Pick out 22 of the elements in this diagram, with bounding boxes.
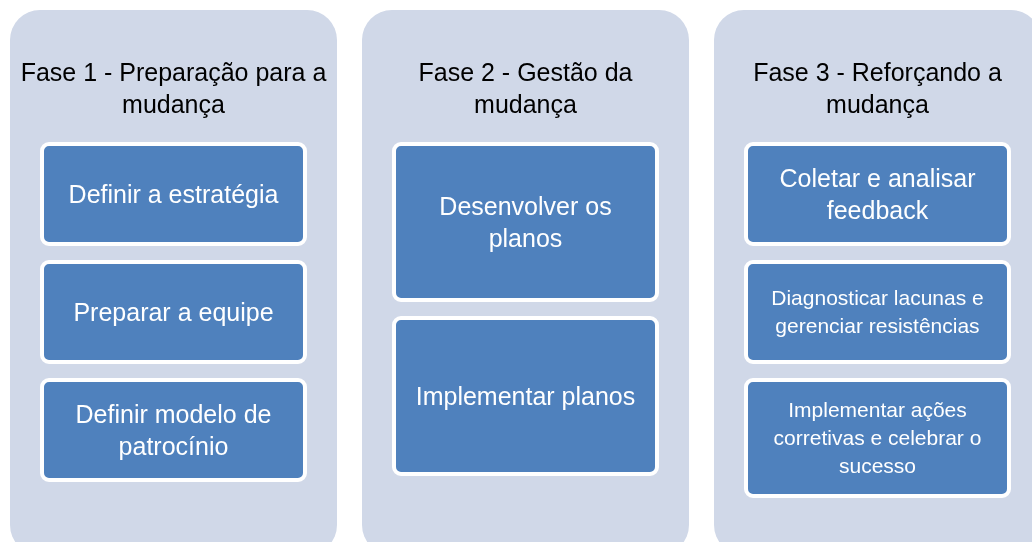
phase-heading: Fase 2 - Gestão da mudança [417,57,634,120]
step-text: Desenvolver os planos [438,191,613,254]
step-text: Implementar ações corretivas e celebrar o sucesso [772,397,983,479]
phase-panel [714,10,1032,542]
step-text: Diagnosticar lacunas e gerenciar resistências [770,285,985,339]
step-text: Definir modelo de patrocínio [74,399,273,462]
phase-panel [362,10,689,542]
step-text: Implementar planos [415,381,636,412]
step-box [40,142,307,246]
step-box [392,316,659,476]
step-box [40,378,307,482]
phase-heading: Fase 3 - Reforçando a mudança [752,57,1003,120]
phase-heading: Fase 1 - Preparação para a mudança [20,57,327,120]
step-box [40,260,307,364]
step-box [744,378,1011,498]
step-box [744,260,1011,364]
step-box [744,142,1011,246]
step-text: Coletar e analisar feedback [778,163,977,226]
step-text: Preparar a equipe [73,297,274,328]
phase-panel [10,10,337,542]
step-text: Definir a estratégia [68,179,279,210]
step-box [392,142,659,302]
